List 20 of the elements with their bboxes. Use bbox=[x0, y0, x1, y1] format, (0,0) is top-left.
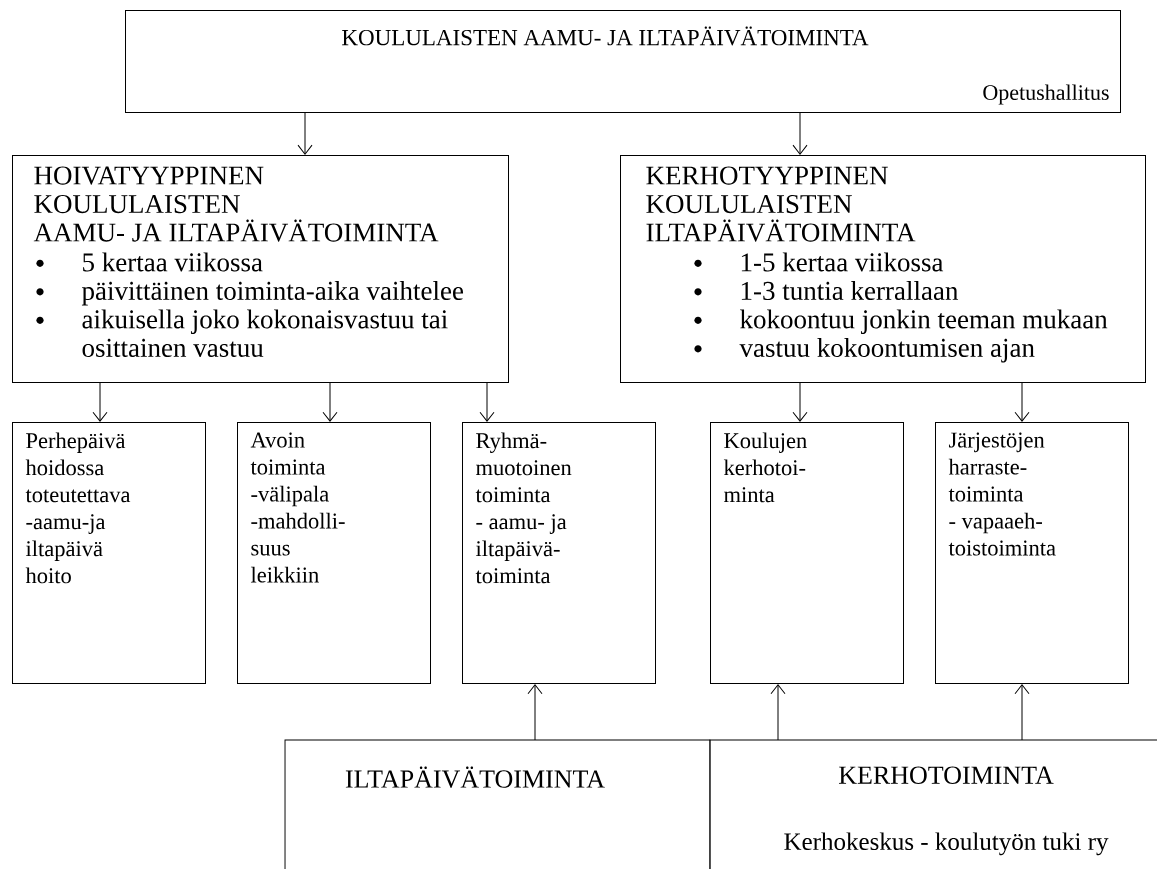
activity-box: Avoin toiminta -välipala -mahdolli- suus leikkiin bbox=[237, 422, 431, 684]
arrow bbox=[92, 382, 108, 422]
activity-box: Koulujen kerhotoi- minta bbox=[710, 422, 904, 684]
arrow bbox=[527, 684, 543, 741]
arrow bbox=[792, 112, 808, 155]
arrow bbox=[479, 382, 495, 422]
category-box: KERHOTYYPPINEN KOULULAISTEN ILTAPÄIVÄTOIMINTA 1-5 kertaa viikossa 1-3 tuntia kerrallaan kokoontuu jonkin teeman mukaan vastuu kokoontumisen ajan bbox=[620, 155, 1146, 383]
arrow bbox=[792, 382, 808, 422]
heading-box: KOULULAISTEN AAMU- JA ILTAPÄIVÄTOIMINTA Opetushallitus bbox=[125, 10, 1121, 113]
organizer-box: KERHOTOIMINTA Kerhokeskus - koulutyön tuki ry bbox=[709, 739, 1157, 869]
arrow bbox=[770, 684, 786, 741]
arrow bbox=[1014, 382, 1030, 422]
activity-box: Perhepäivä hoidossa toteutettava -aamu-ja iltapäivä hoito bbox=[12, 422, 206, 684]
category-box: HOIVATYYPPINEN KOULULAISTEN AAMU- JA ILTAPÄIVÄTOIMINTA 5 kertaa viikossa päivittäinen toiminta-aika vaihtelee aikuisella joko kokonaisvastuu tai osittainen vastuu bbox=[12, 155, 509, 383]
activity-box: Järjestöjen harraste- toiminta - vapaaeh- toistoiminta bbox=[935, 422, 1129, 684]
arrow bbox=[1014, 684, 1030, 741]
organizer-box: ILTAPÄIVÄTOIMINTA bbox=[284, 739, 711, 869]
activity-box: Ryhmä- muotoinen toiminta - aamu- ja iltapäivä- toiminta bbox=[462, 422, 656, 684]
arrow bbox=[297, 112, 313, 155]
arrow bbox=[322, 382, 338, 422]
